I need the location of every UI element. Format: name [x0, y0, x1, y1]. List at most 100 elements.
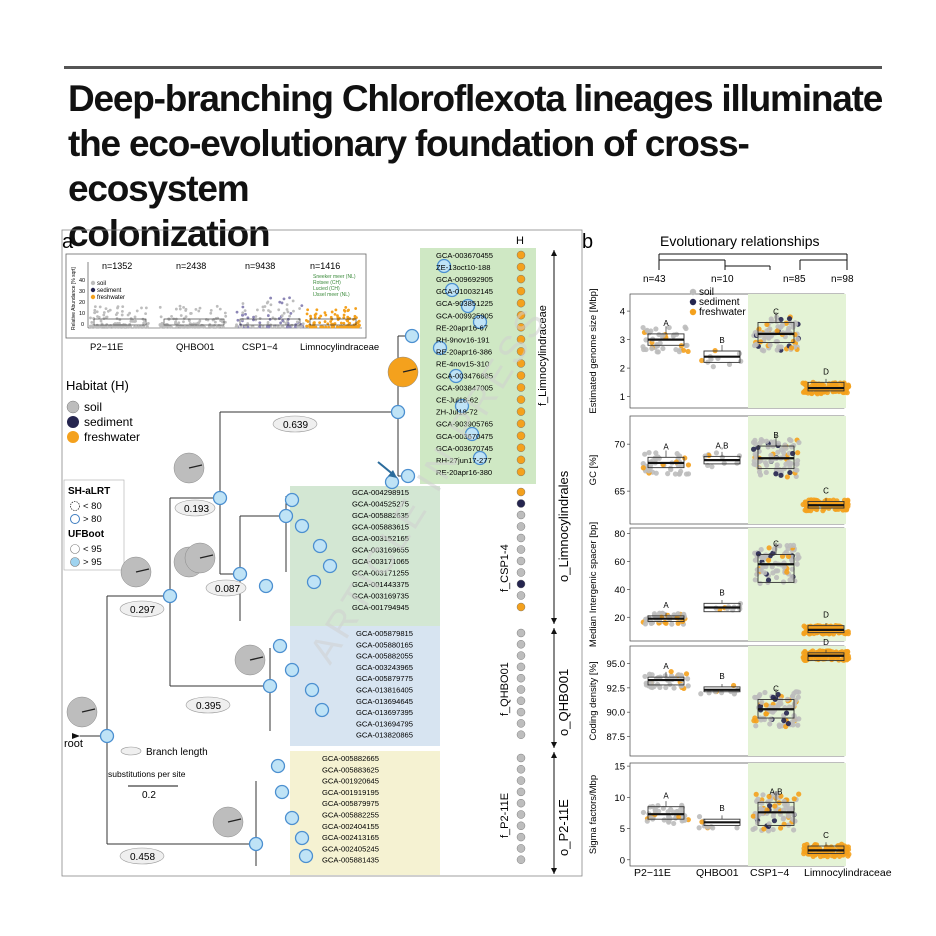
data-point — [751, 342, 758, 349]
data-point — [726, 361, 733, 367]
inset-point — [115, 322, 119, 325]
habitat-dot — [516, 844, 526, 853]
inset-point — [192, 322, 196, 326]
data-point — [801, 650, 807, 656]
data-point — [770, 826, 776, 833]
data-point — [754, 567, 760, 573]
family-label: f_P2-11E — [499, 793, 511, 838]
y-axis-label: GC [%] — [588, 455, 599, 486]
data-point — [640, 809, 647, 816]
inset-point — [96, 315, 99, 318]
data-point — [759, 554, 765, 561]
data-point — [653, 326, 659, 332]
family-label: f_Limnocylindraceae — [537, 305, 549, 406]
tip-label: GCA-002404155 — [322, 822, 379, 831]
inset-point — [198, 306, 202, 310]
significance-letter: D — [823, 638, 829, 647]
data-point — [775, 449, 781, 455]
inset-point — [209, 309, 213, 312]
x-category: Limnocylindraceae — [804, 867, 892, 879]
data-point — [781, 798, 787, 805]
habitat-dot — [516, 765, 526, 774]
inset-dots — [89, 296, 361, 329]
root-label: root — [64, 738, 83, 750]
data-point — [642, 673, 648, 680]
inset-point — [99, 319, 103, 323]
inset-point — [294, 323, 298, 327]
inset-point — [144, 312, 148, 316]
tree-node — [472, 314, 488, 330]
data-point — [763, 711, 769, 717]
inset-point — [159, 325, 163, 329]
data-point — [766, 803, 773, 809]
data-point — [668, 465, 674, 471]
inset-box — [65, 253, 367, 339]
data-point — [782, 442, 788, 448]
inset-point — [333, 312, 337, 316]
habitat-dot — [516, 640, 526, 649]
tip-label: GCA-003670455 — [436, 251, 493, 260]
inset-point — [112, 325, 115, 329]
data-point — [754, 571, 760, 577]
inset-point — [160, 321, 164, 325]
y-tick-label: 60 — [614, 557, 625, 568]
habitat-dot — [516, 487, 526, 497]
inset-point — [291, 299, 295, 303]
inset-point — [314, 312, 318, 316]
data-point — [758, 546, 764, 553]
habitat-dot — [516, 323, 526, 332]
inset-point — [90, 324, 94, 328]
y-tick-label: 2 — [620, 364, 625, 375]
inset-point — [265, 325, 269, 329]
inset-point — [142, 321, 146, 325]
data-point — [783, 710, 790, 716]
ufboot-title: UFBoot — [68, 529, 105, 540]
data-point — [768, 458, 774, 464]
data-point — [682, 455, 688, 461]
count-label: n=43 — [643, 274, 666, 285]
inset-point — [357, 323, 361, 327]
inset-point — [290, 323, 294, 327]
habitat-pie-slice — [81, 708, 96, 713]
data-point — [813, 842, 820, 848]
inset-point — [292, 309, 295, 313]
data-point — [844, 390, 850, 396]
inset-point — [342, 313, 346, 317]
inset-point — [254, 315, 258, 318]
inset-point — [131, 320, 135, 323]
data-point — [836, 657, 842, 663]
inset-point — [90, 321, 94, 324]
data-point — [653, 450, 659, 456]
data-point — [731, 690, 738, 696]
tip-label: RE-20apr16-380 — [436, 468, 492, 477]
data-point — [657, 684, 663, 691]
inset-point — [311, 325, 314, 328]
data-point — [838, 841, 845, 847]
tip-label: GCA-003152165 — [352, 534, 409, 543]
data-point — [646, 683, 652, 689]
inset-point — [136, 325, 139, 329]
data-point — [808, 508, 814, 514]
inset-point — [286, 325, 289, 329]
data-point — [781, 717, 787, 724]
data-point — [753, 791, 759, 797]
significance-letter: C — [773, 540, 779, 549]
data-point — [660, 345, 666, 352]
data-point — [734, 825, 740, 831]
inset-point — [102, 325, 106, 328]
data-point — [663, 684, 669, 691]
tip-label: GCA-005882665 — [322, 754, 379, 763]
highlight-arrow-icon — [388, 470, 397, 478]
panel-a: a Relative Abundance [% sqrt] 40 30 20 1… — [61, 229, 583, 877]
data-point — [811, 630, 817, 637]
tip-label: GCA-005883615 — [352, 523, 409, 532]
data-point — [765, 828, 772, 834]
habitat-dot — [516, 298, 526, 308]
inset-point — [102, 311, 106, 314]
tree-node — [262, 678, 278, 694]
data-point — [721, 460, 727, 466]
ufboot-low-label: < 95 — [83, 544, 102, 555]
inset-point — [342, 316, 346, 320]
data-point — [822, 656, 828, 662]
inset-point — [120, 309, 124, 313]
